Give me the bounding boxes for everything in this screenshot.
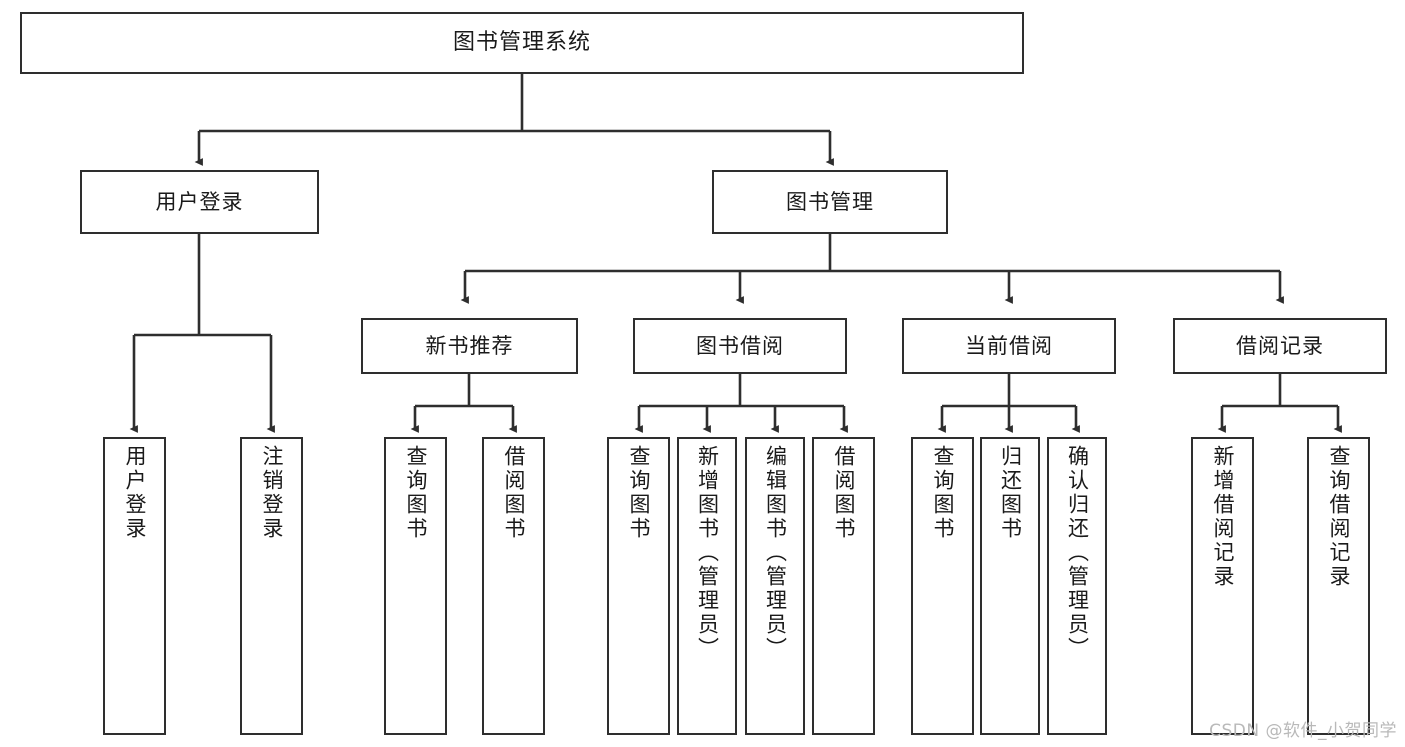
node-label: 新增图书（管理员）: [695, 445, 720, 661]
node-label: 图书借阅: [696, 333, 784, 358]
node-label: 编辑图书（管理员）: [763, 445, 788, 661]
node-label: 注销登录: [260, 445, 284, 541]
leaf-return-book[interactable]: 归还图书: [980, 437, 1040, 735]
leaf-query-book-borrow[interactable]: 查询图书: [607, 437, 670, 735]
leaf-query-borrow-record[interactable]: 查询借阅记录: [1307, 437, 1370, 735]
node-user-login[interactable]: 用户登录: [80, 170, 319, 234]
node-label: 借阅图书: [832, 445, 856, 541]
node-current-borrow[interactable]: 当前借阅: [902, 318, 1116, 374]
node-label: 查询图书: [627, 445, 651, 541]
node-label: 借阅图书: [502, 445, 526, 541]
node-label: 用户登录: [123, 445, 147, 541]
leaf-borrow-book-borrow[interactable]: 借阅图书: [812, 437, 875, 735]
node-root-system[interactable]: 图书管理系统: [20, 12, 1024, 74]
node-label: 查询图书: [404, 445, 428, 541]
leaf-user-login[interactable]: 用户登录: [103, 437, 166, 735]
leaf-add-book-admin[interactable]: 新增图书（管理员）: [677, 437, 737, 735]
leaf-query-book-current[interactable]: 查询图书: [911, 437, 974, 735]
node-book-management[interactable]: 图书管理: [712, 170, 948, 234]
node-label: 新书推荐: [425, 333, 514, 358]
node-new-book-recommend[interactable]: 新书推荐: [361, 318, 578, 374]
node-label: 当前借阅: [965, 333, 1053, 358]
leaf-query-book-recommend[interactable]: 查询图书: [384, 437, 447, 735]
leaf-add-borrow-record[interactable]: 新增借阅记录: [1191, 437, 1254, 735]
node-label: 图书管理系统: [452, 30, 591, 56]
leaf-confirm-return-admin[interactable]: 确认归还（管理员）: [1047, 437, 1107, 735]
node-label: 用户登录: [155, 189, 244, 214]
leaf-borrow-book-recommend[interactable]: 借阅图书: [482, 437, 545, 735]
leaf-edit-book-admin[interactable]: 编辑图书（管理员）: [745, 437, 805, 735]
node-label: 查询借阅记录: [1327, 445, 1351, 589]
node-borrow-record[interactable]: 借阅记录: [1173, 318, 1387, 374]
node-label: 确认归还（管理员）: [1065, 445, 1090, 661]
leaf-logout[interactable]: 注销登录: [240, 437, 303, 735]
node-label: 借阅记录: [1236, 333, 1324, 358]
node-label: 图书管理: [786, 189, 874, 214]
node-book-borrow[interactable]: 图书借阅: [633, 318, 847, 374]
node-label: 归还图书: [998, 445, 1023, 541]
node-label: 新增借阅记录: [1211, 445, 1235, 589]
node-label: 查询图书: [931, 445, 955, 541]
